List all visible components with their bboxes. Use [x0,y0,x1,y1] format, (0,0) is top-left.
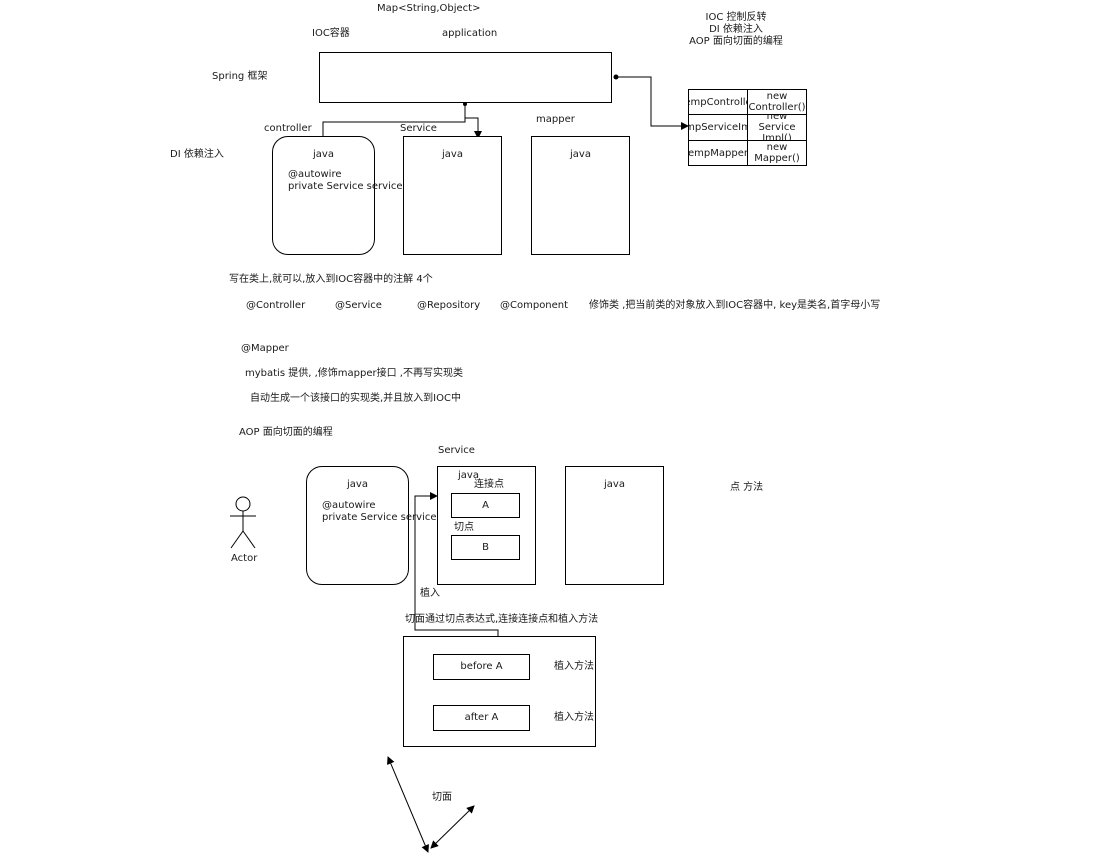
auto-impl-note: 自动生成一个该接口的实现类,并且放入到IOC中 [250,393,461,404]
aspect-label: 切面 [432,792,452,803]
link-app-to-service [464,104,482,139]
di-label: DI 依赖注入 [170,149,224,160]
table-value-2: new Service Impl() [747,114,807,141]
annotation-mapper: @Mapper [241,343,289,354]
weave-method-2: 植入方法 [554,712,594,723]
pointcut-label: 切点 [454,522,474,533]
ioc-title-line-2: DI 依赖注入 [709,24,763,35]
weave-label: 植入 [420,588,440,599]
service-box[interactable]: java [403,136,502,255]
aop-service-java: java [458,470,479,481]
aspect-description: 切面通过切点表达式,连接连接点和植入方法 [405,614,599,625]
double-arrow-1 [387,756,429,853]
controller-private-service: private Service service; [288,181,406,192]
double-arrow-2 [430,805,475,849]
mapper-box[interactable]: java [531,136,630,255]
mapper-java: java [570,149,591,160]
method-a-box[interactable]: A [451,493,520,518]
actor-figure [230,496,256,549]
aop-other-box[interactable]: java [565,466,664,585]
table-key-2: mpServiceIm [688,114,748,141]
actor-label: Actor [231,553,258,564]
table-key-1: empControlle [688,89,748,115]
controller-autowire: @autowire [288,169,342,180]
ioc-title-line-3: AOP 面向切面的编程 [689,36,783,47]
service-java: java [442,149,463,160]
aop-caller-autowire: @autowire [322,500,376,511]
table-value-1: new Controller() [747,89,807,115]
aop-caller-java: java [347,479,368,490]
mapper-label: mapper [536,114,575,125]
annotations-intro: 写在类上,就可以,放入到IOC容器中的注解 4个 [229,274,433,285]
ioc-map-table: empControlle new Controller() mpServiceI… [688,89,807,166]
annotation-repository: @Repository [417,300,481,311]
method-b-box[interactable]: B [451,535,520,560]
annotation-description: 修饰类 ,把当前类的对象放入到IOC容器中, key是类名,首字母小写 [589,300,881,311]
table-value-3: new Mapper() [747,140,807,166]
annotation-service: @Service [335,300,382,311]
service-label: Service [400,123,437,134]
mybatis-note: mybatis 提供, ,修饰mapper接口 ,不再写实现类 [245,368,463,379]
ioc-label: IOC容器 [312,28,350,39]
controller-label: controller [264,123,312,134]
controller-box[interactable]: java @autowire private Service service; [272,136,406,255]
table-key-3: empMapper [688,140,748,166]
point-method-label: 点 方法 [730,482,764,493]
weave-method-1: 植入方法 [554,661,594,672]
application-label: application [442,28,498,39]
aop-caller-private-service: private Service service; [322,512,440,523]
aop-title: AOP 面向切面的编程 [239,427,333,438]
link-app-to-table [616,76,689,130]
aop-service-box[interactable]: java 连接点 A 切点 B [437,466,536,585]
join-point-label: 连接点 [474,479,504,490]
before-a-box[interactable]: before A [433,654,530,680]
spring-label: Spring 框架 [212,71,268,82]
annotation-controller: @Controller [246,300,306,311]
controller-java: java [313,149,334,160]
aspect-box[interactable]: before A 植入方法 after A 植入方法 [403,636,596,747]
map-label: Map<String,Object> [377,3,481,14]
aop-service-label: Service [438,445,475,456]
annotation-component: @Component [500,300,569,311]
after-a-box[interactable]: after A [433,705,530,731]
aop-other-java: java [604,479,625,490]
aop-caller-box[interactable]: java @autowire private Service service; [306,466,440,585]
application-box[interactable] [319,52,612,103]
ioc-title: IOC 控制反转 DI 依赖注入 AOP 面向切面的编程 [680,12,792,48]
ioc-title-line-1: IOC 控制反转 [705,12,767,23]
